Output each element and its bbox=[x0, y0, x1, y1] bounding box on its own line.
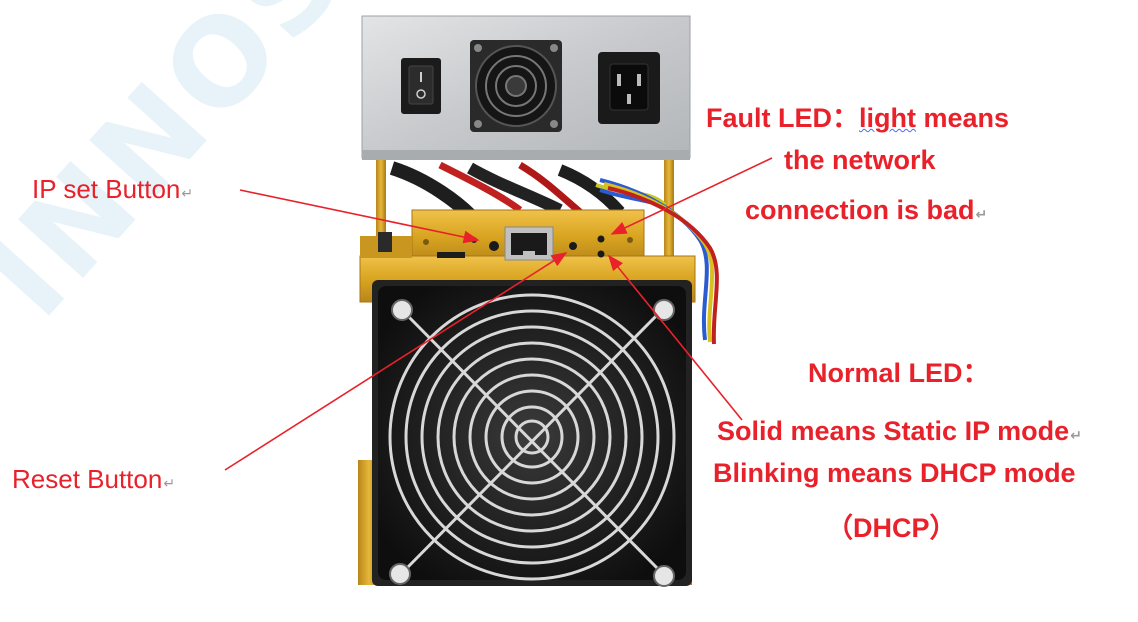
psu-fan-icon bbox=[470, 40, 562, 132]
fault-led-title: Fault LED： bbox=[706, 103, 859, 133]
normal-led-solid: Solid means Static IP mode↵ bbox=[717, 416, 1082, 447]
normal-led-title-text: Normal LED： bbox=[808, 358, 990, 388]
power-switch-icon bbox=[401, 58, 441, 114]
reset-button-text: Reset Button bbox=[12, 464, 163, 494]
paragraph-mark: ↵ bbox=[1070, 427, 1082, 443]
fault-led-arrow bbox=[610, 157, 773, 235]
paragraph-mark: ↵ bbox=[975, 206, 988, 222]
fault-led-means: means bbox=[915, 103, 1010, 133]
reset-button-label: Reset Button↵ bbox=[12, 464, 175, 495]
fault-led-light-word: light bbox=[859, 103, 916, 133]
paragraph-mark: ↵ bbox=[163, 475, 176, 491]
reset-arrow bbox=[224, 252, 568, 471]
fan-grill-icon bbox=[388, 293, 676, 581]
fault-led-line1: Fault LED：light means bbox=[706, 96, 1009, 135]
fault-led-line2-text: the network bbox=[784, 145, 936, 175]
normal-led-blinking: Blinking means DHCP mode bbox=[713, 458, 1076, 489]
fan-screws bbox=[389, 299, 675, 587]
ip-set-button-text: IP set Button bbox=[32, 174, 181, 204]
fault-led-line3: connection is bad↵ bbox=[745, 195, 987, 226]
power-supply bbox=[361, 15, 691, 160]
normal-led-solid-text: Solid means Static IP mode bbox=[717, 416, 1070, 446]
normal-led-dhcp: （DHCP） bbox=[826, 506, 957, 545]
ip-set-button-label: IP set Button↵ bbox=[32, 174, 193, 205]
ethernet-port-icon bbox=[504, 226, 554, 261]
power-inlet-icon bbox=[598, 52, 660, 124]
ip-set-arrow bbox=[239, 189, 480, 244]
normal-led-dhcp-text: （DHCP） bbox=[826, 513, 957, 543]
paragraph-mark: ↵ bbox=[181, 185, 194, 201]
fault-led-line3-text: connection is bad bbox=[745, 195, 975, 225]
normal-led-blinking-text: Blinking means DHCP mode bbox=[713, 458, 1076, 488]
normal-led-title: Normal LED： bbox=[808, 351, 990, 390]
normal-led-arrow bbox=[607, 254, 743, 421]
fault-led-line2: the network bbox=[784, 145, 936, 176]
